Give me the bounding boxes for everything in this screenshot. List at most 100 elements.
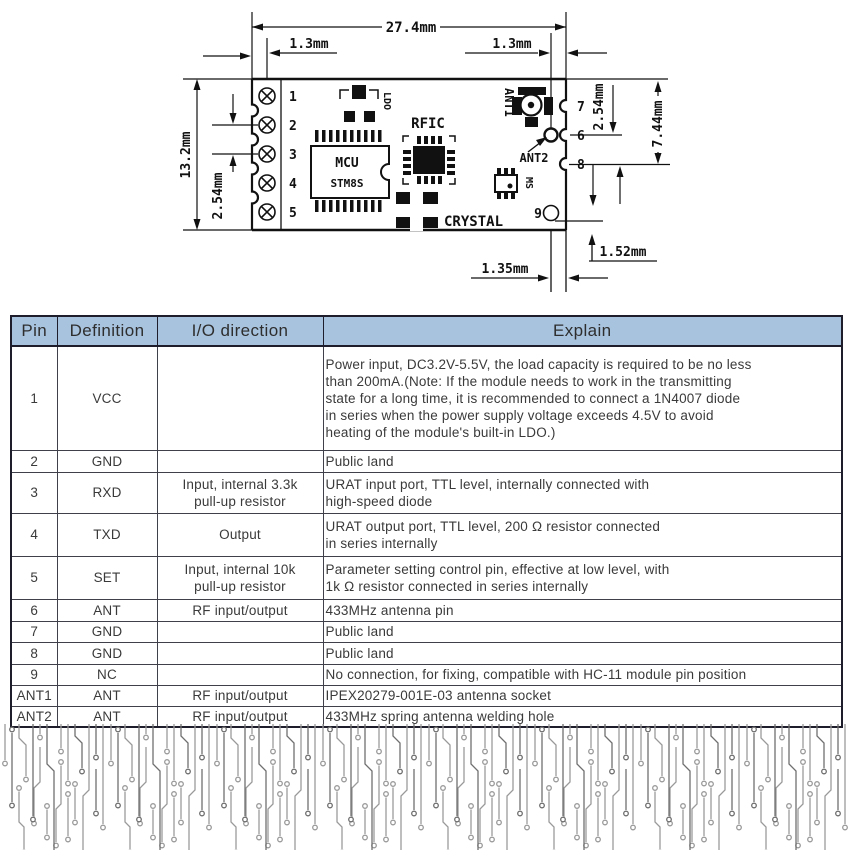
bottom-dimension-arrows bbox=[538, 234, 596, 282]
cell-pin: 1 bbox=[10, 345, 58, 451]
cell-pin: 2 bbox=[10, 449, 58, 473]
rfic-component: RFIC bbox=[402, 116, 456, 185]
cell-pin: 8 bbox=[10, 641, 58, 665]
cell-io: Input, internal 3.3k pull-up resistor bbox=[156, 471, 324, 514]
col-header-explain: Explain bbox=[322, 315, 843, 347]
cell-explain: Public land bbox=[322, 620, 843, 643]
cell-explain: URAT input port, TTL level, internally c… bbox=[322, 471, 843, 514]
dim-label-bottom-edge: 1.52mm bbox=[600, 245, 647, 260]
svg-text:2: 2 bbox=[289, 119, 297, 134]
svg-text:1: 1 bbox=[289, 90, 297, 105]
table-row: 4 TXD Output URAT output port, TTL level… bbox=[10, 512, 843, 557]
right-dimension-arrows bbox=[589, 81, 662, 206]
cell-io: RF input/output bbox=[156, 705, 324, 728]
cell-definition: GND bbox=[56, 449, 158, 473]
table-row: 1 VCC Power input, DC3.2V-5.5V, the load… bbox=[10, 345, 843, 451]
cell-definition: SET bbox=[56, 555, 158, 600]
dim-label-pitch-left: 2.54mm bbox=[211, 172, 226, 219]
cell-io: RF input/output bbox=[156, 598, 324, 622]
cell-io: Input, internal 10k pull-up resistor bbox=[156, 555, 324, 600]
rfic-label: RFIC bbox=[411, 116, 445, 132]
cell-pin: 6 bbox=[10, 598, 58, 622]
dim-label-right-span: 7.44mm bbox=[651, 100, 666, 147]
cell-pin: 5 bbox=[10, 555, 58, 600]
ant2-component: ANT2 bbox=[520, 127, 559, 165]
table-row: 2 GND Public land bbox=[10, 449, 843, 473]
left-dimensions bbox=[196, 82, 258, 227]
cell-explain: Public land bbox=[322, 449, 843, 473]
table-row: ANT2 ANT RF input/output 433MHz spring a… bbox=[10, 705, 843, 728]
ant2-label: ANT2 bbox=[520, 151, 549, 165]
ms-component: MS bbox=[494, 168, 534, 199]
table-header-row: Pin Definition I/O direction Explain bbox=[10, 315, 843, 347]
cell-pin: 9 bbox=[10, 663, 58, 686]
cell-definition: RXD bbox=[56, 471, 158, 514]
mcu-part-label: STM8S bbox=[330, 177, 363, 190]
cell-explain: No connection, for fixing, compatible wi… bbox=[322, 663, 843, 686]
cell-io: RF input/output bbox=[156, 684, 324, 707]
cell-explain: 433MHz antenna pin bbox=[322, 598, 843, 622]
cell-explain: URAT output port, TTL level, 200 Ω resis… bbox=[322, 512, 843, 557]
left-dimension-arrows bbox=[193, 79, 237, 230]
dim-label-left-inset: 1.3mm bbox=[289, 37, 328, 52]
bottom-dimensions bbox=[471, 230, 657, 292]
pin-numbers-left: 1 2 3 4 5 bbox=[289, 90, 297, 221]
crystal-label: CRYSTAL bbox=[444, 214, 503, 230]
cell-definition: TXD bbox=[56, 512, 158, 557]
cell-pin: ANT1 bbox=[10, 684, 58, 707]
cell-definition: VCC bbox=[56, 345, 158, 451]
mcu-label: MCU bbox=[335, 156, 359, 171]
cell-io: Output bbox=[156, 512, 324, 557]
svg-text:8: 8 bbox=[577, 158, 585, 173]
cell-definition: ANT bbox=[56, 598, 158, 622]
col-header-definition: Definition bbox=[56, 315, 158, 347]
dim-label-total-height: 13.2mm bbox=[179, 131, 194, 178]
table-row: 3 RXD Input, internal 3.3k pull-up resis… bbox=[10, 471, 843, 514]
crystal-component: CRYSTAL bbox=[393, 189, 503, 231]
table-row: ANT1 ANT RF input/output IPEX20279-001E-… bbox=[10, 684, 843, 707]
cell-definition: GND bbox=[56, 620, 158, 643]
col-header-io: I/O direction bbox=[156, 315, 324, 347]
dimension-drawing: 1 2 3 4 5 27.4mm 1.3mm 1.3mm bbox=[179, 12, 670, 292]
pin-holes-left bbox=[258, 87, 276, 221]
cell-definition: NC bbox=[56, 663, 158, 686]
ldo-component: LDO bbox=[339, 85, 392, 122]
pcb-trace-pattern bbox=[0, 724, 850, 850]
cell-explain: IPEX20279-001E-03 antenna socket bbox=[322, 684, 843, 707]
cell-definition: GND bbox=[56, 641, 158, 665]
pins-right: 7 6 8 9 bbox=[534, 100, 585, 222]
top-dimension-arrows bbox=[240, 23, 578, 60]
cell-io bbox=[156, 345, 324, 451]
cell-io bbox=[156, 620, 324, 643]
table-row: 5 SET Input, internal 10k pull-up resist… bbox=[10, 555, 843, 600]
col-header-pin: Pin bbox=[10, 315, 58, 347]
cell-io bbox=[156, 641, 324, 665]
svg-text:7: 7 bbox=[577, 100, 585, 115]
cell-explain: Parameter setting control pin, effective… bbox=[322, 555, 843, 600]
dim-label-total-width: 27.4mm bbox=[386, 20, 437, 36]
svg-text:6: 6 bbox=[577, 129, 585, 144]
table-row: 6 ANT RF input/output 433MHz antenna pin bbox=[10, 598, 843, 622]
svg-text:4: 4 bbox=[289, 177, 297, 192]
dim-label-right-inset: 1.3mm bbox=[492, 37, 531, 52]
mcu-component: MCU STM8S bbox=[310, 130, 390, 212]
table-row: 7 GND Public land bbox=[10, 620, 843, 643]
cell-explain: Public land bbox=[322, 641, 843, 665]
ldo-label: LDO bbox=[381, 92, 392, 110]
svg-text:3: 3 bbox=[289, 148, 297, 163]
cell-pin: 3 bbox=[10, 471, 58, 514]
cell-definition: ANT bbox=[56, 684, 158, 707]
cell-explain: Power input, DC3.2V-5.5V, the load capac… bbox=[322, 345, 843, 451]
table-row: 9 NC No connection, for fixing, compatib… bbox=[10, 663, 843, 686]
svg-text:5: 5 bbox=[289, 206, 297, 221]
pin-definition-table: Pin Definition I/O direction Explain 1 V… bbox=[10, 315, 843, 728]
cell-io bbox=[156, 449, 324, 473]
dim-label-pitch-right: 2.54mm bbox=[592, 83, 607, 130]
svg-text:9: 9 bbox=[534, 207, 542, 222]
table-row: 8 GND Public land bbox=[10, 641, 843, 665]
cell-pin: 4 bbox=[10, 512, 58, 557]
cell-io bbox=[156, 663, 324, 686]
dim-label-bottom-offset: 1.35mm bbox=[482, 262, 529, 277]
ms-label: MS bbox=[523, 177, 534, 189]
